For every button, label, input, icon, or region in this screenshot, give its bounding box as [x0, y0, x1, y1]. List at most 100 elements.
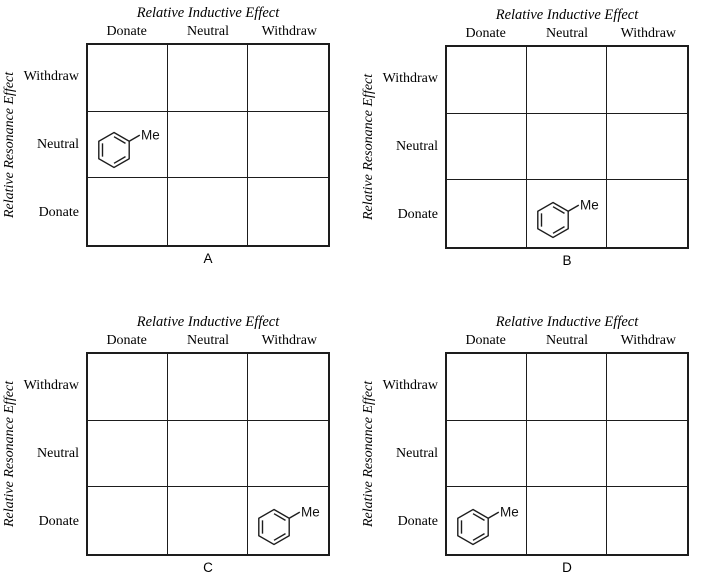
- effect-grid: Me: [445, 352, 689, 556]
- panel-C: Relative Inductive Effect Donate Neutral…: [0, 290, 350, 581]
- grid-cell: [168, 354, 248, 421]
- row-label-withdraw: Withdraw: [382, 71, 438, 86]
- x-axis-title: Relative Inductive Effect: [495, 7, 639, 23]
- col-header-donate: Donate: [465, 26, 506, 41]
- row-label-withdraw: Withdraw: [23, 378, 79, 393]
- panel-D: Relative Inductive Effect Donate Neutral…: [350, 290, 701, 581]
- methyl-bond: [288, 511, 301, 519]
- grid-cell: [248, 112, 328, 179]
- col-header-withdraw: Withdraw: [620, 26, 677, 41]
- x-axis-title: Relative Inductive Effect: [136, 5, 280, 21]
- panel-label: C: [203, 560, 213, 575]
- col-header-neutral: Neutral: [546, 333, 588, 348]
- grid-cell: [88, 178, 168, 245]
- grid-cell: [527, 487, 607, 554]
- effect-grid: Me: [445, 45, 689, 249]
- benzene-ring: [536, 201, 569, 238]
- row-label-neutral: Neutral: [37, 446, 79, 461]
- row-label-withdraw: Withdraw: [23, 69, 79, 84]
- x-axis-title: Relative Inductive Effect: [136, 314, 280, 330]
- grid-cell: [527, 354, 607, 421]
- double-bond-line: [113, 136, 126, 145]
- double-bond-line: [273, 532, 286, 541]
- row-label-donate: Donate: [397, 207, 438, 222]
- grid-cell: [607, 180, 687, 247]
- benzene-ring: [456, 508, 489, 545]
- grid-cell: [527, 47, 607, 114]
- column-headers: Donate Neutral Withdraw: [86, 24, 330, 40]
- row-label-neutral: Neutral: [396, 446, 438, 461]
- toluene-structure: Me: [536, 197, 599, 238]
- panel-A: Relative Inductive Effect Donate Neutral…: [0, 0, 350, 290]
- grid-cell: [168, 487, 248, 554]
- substituent-label: Me: [141, 128, 160, 143]
- col-header-neutral: Neutral: [546, 26, 588, 41]
- grid-cell: Me: [248, 487, 328, 554]
- double-bond-line: [273, 512, 286, 521]
- column-headers: Donate Neutral Withdraw: [445, 26, 689, 42]
- row-label-withdraw: Withdraw: [382, 378, 438, 393]
- grid-cell: [168, 45, 248, 112]
- row-label-donate: Donate: [38, 514, 79, 529]
- toluene-structure: Me: [456, 504, 519, 545]
- double-bond-line: [113, 156, 126, 165]
- row-labels: Withdraw Neutral Donate: [375, 352, 441, 556]
- grid-cell: [447, 420, 527, 488]
- double-bond-line: [472, 512, 485, 521]
- row-labels: Withdraw Neutral Donate: [16, 43, 82, 247]
- grid-cell: [447, 47, 527, 114]
- col-header-withdraw: Withdraw: [620, 333, 677, 348]
- grid-cell: Me: [88, 111, 168, 179]
- double-bond-line: [552, 205, 565, 214]
- benzene-ring: [97, 132, 130, 169]
- col-header-neutral: Neutral: [187, 333, 229, 348]
- grid-cell: [527, 420, 607, 488]
- row-labels: Withdraw Neutral Donate: [375, 45, 441, 249]
- methyl-bond: [128, 134, 140, 143]
- double-bond-line: [472, 532, 485, 541]
- grid-cell: [607, 47, 687, 114]
- grid-cell: [168, 178, 248, 245]
- grid-cell: [88, 354, 168, 421]
- substituent-label: Me: [301, 504, 320, 519]
- panel-label: D: [562, 560, 572, 575]
- double-bond-line: [552, 225, 565, 234]
- column-headers: Donate Neutral Withdraw: [445, 333, 689, 349]
- panel-label: B: [562, 253, 572, 268]
- grid-cell: [447, 354, 527, 421]
- row-label-donate: Donate: [397, 514, 438, 529]
- col-header-neutral: Neutral: [187, 24, 229, 39]
- grid-cell: [607, 114, 687, 181]
- col-header-withdraw: Withdraw: [261, 333, 318, 348]
- substituent-label: Me: [580, 197, 599, 212]
- column-headers: Donate Neutral Withdraw: [86, 333, 330, 349]
- grid-cell: Me: [527, 180, 607, 247]
- effect-grid: Me: [86, 43, 330, 247]
- toluene-structure: Me: [97, 128, 160, 169]
- grid-cell: [248, 421, 328, 488]
- row-labels: Withdraw Neutral Donate: [16, 352, 82, 556]
- substituent-label: Me: [500, 504, 519, 519]
- grid-cell: [607, 354, 687, 421]
- row-label-neutral: Neutral: [396, 139, 438, 154]
- panel-B: Relative Inductive Effect Donate Neutral…: [350, 0, 701, 290]
- col-header-donate: Donate: [465, 333, 506, 348]
- grid-cell: [527, 113, 607, 181]
- col-header-withdraw: Withdraw: [261, 24, 318, 39]
- grid-cell: [168, 420, 248, 488]
- methyl-bond: [487, 511, 499, 519]
- grid-cell: [607, 421, 687, 488]
- grid-cell: [88, 45, 168, 112]
- grid-cell: [447, 180, 527, 247]
- row-label-donate: Donate: [38, 205, 79, 220]
- panel-label: A: [203, 251, 213, 266]
- grid-cell: [88, 487, 168, 554]
- grid-cell: [168, 111, 248, 179]
- grid-cell: [248, 354, 328, 421]
- col-header-donate: Donate: [106, 333, 147, 348]
- grid-cell: [607, 487, 687, 554]
- grid-cell: [88, 420, 168, 488]
- col-header-donate: Donate: [106, 24, 147, 39]
- effect-grid: Me: [86, 352, 330, 556]
